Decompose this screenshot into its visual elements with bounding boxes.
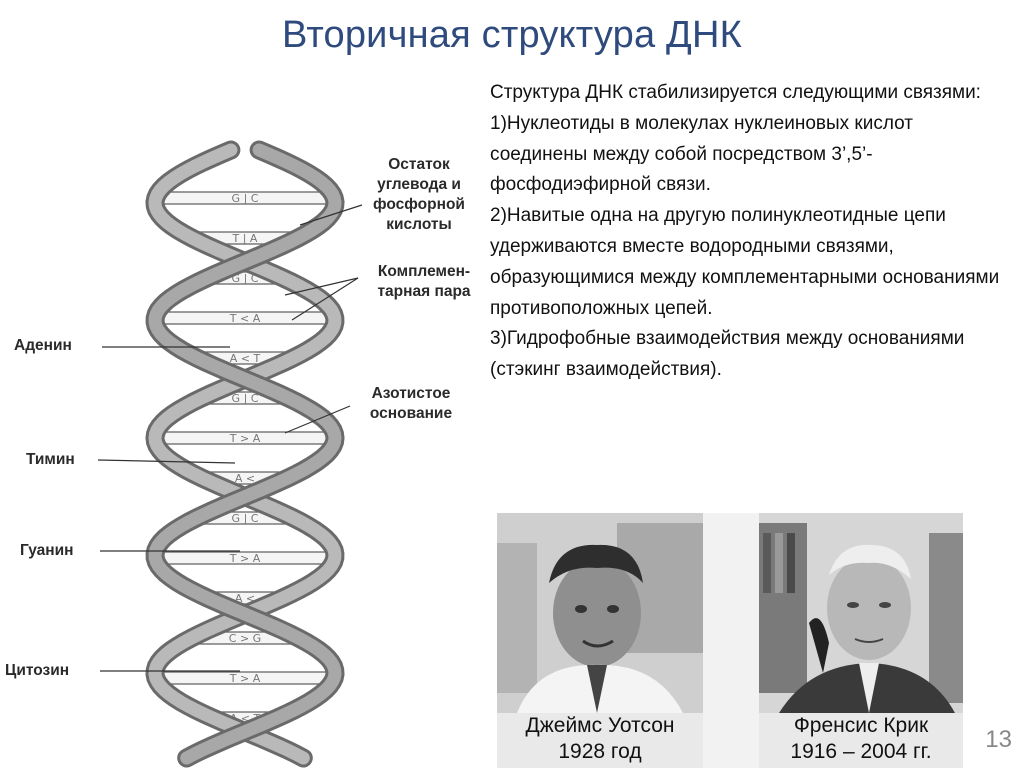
- watson-name: Джеймс Уотсон: [525, 714, 675, 737]
- label-complementary-pair: Комплемен- тарная пара: [377, 263, 471, 300]
- base-pair-label: T < A: [229, 312, 261, 325]
- base-pair-label: G | C: [232, 272, 259, 285]
- label-thymine: Тимин: [26, 451, 75, 468]
- photo-watson: Джеймс Уотсон 1928 год: [497, 513, 703, 768]
- base-pair-label: A < T: [230, 352, 261, 365]
- label-guanine: Гуанин: [20, 542, 74, 559]
- label-adenine: Аденин: [14, 337, 72, 354]
- base-pair-label: A <: [235, 472, 255, 485]
- body-text: Структура ДНК стабилизируется следующими…: [490, 78, 1010, 386]
- watson-years: 1928 год: [558, 740, 642, 763]
- base-pair-label: C > G: [229, 632, 261, 645]
- scientists-photos: Джеймс Уотсон 1928 год Френсис Крик 1916…: [497, 513, 963, 768]
- paragraph-intro: Структура ДНК стабилизируется следующими…: [490, 82, 981, 103]
- dna-helix-illustration: G | C T | A G | C T < A A < T G | C T > A A < G …: [97, 140, 363, 768]
- photo-crick: Френсис Крик 1916 – 2004 гг.: [759, 513, 963, 768]
- crick-name: Френсис Крик: [793, 714, 929, 737]
- slide-title: Вторичная структура ДНК: [282, 14, 742, 56]
- base-pair-label: T > A: [229, 432, 261, 445]
- label-cytosine: Цитозин: [5, 662, 70, 679]
- sugar-phosphate-strand-b-highlight: [148, 143, 342, 765]
- label-pointer-lines: [97, 204, 363, 672]
- sugar-phosphate-strand-a-highlight: [148, 143, 342, 765]
- paragraph-point-2: 2)Навитые одна на другую полинуклеотидны…: [490, 205, 1000, 319]
- base-pair-label: G | C: [232, 512, 259, 525]
- base-pair-label: T | A: [232, 232, 258, 245]
- crick-years: 1916 – 2004 гг.: [790, 740, 932, 763]
- base-pair-label: T > A: [229, 552, 261, 565]
- base-pair-label: T > A: [229, 672, 261, 685]
- crick-portrait-image: [759, 513, 963, 713]
- base-pair-label: G | C: [232, 192, 259, 205]
- label-sugar-phosphate: Остаток углевода и фосфорной кислоты: [373, 156, 465, 233]
- watson-portrait-image: [497, 513, 703, 713]
- dna-helix-diagram: G | C T | A G | C T < A A < T G | C T > A A < G …: [0, 130, 490, 768]
- base-pair-label: G | C: [232, 392, 259, 405]
- paragraph-point-3: 3)Гидрофобные взаимодействия между основ…: [490, 328, 965, 381]
- label-nitrogenous-base: Азотистое основание: [369, 385, 453, 422]
- paragraph-point-1: 1)Нуклеотиды в молекулах нуклеиновых кис…: [490, 112, 914, 196]
- slide-number: 13: [985, 726, 1012, 753]
